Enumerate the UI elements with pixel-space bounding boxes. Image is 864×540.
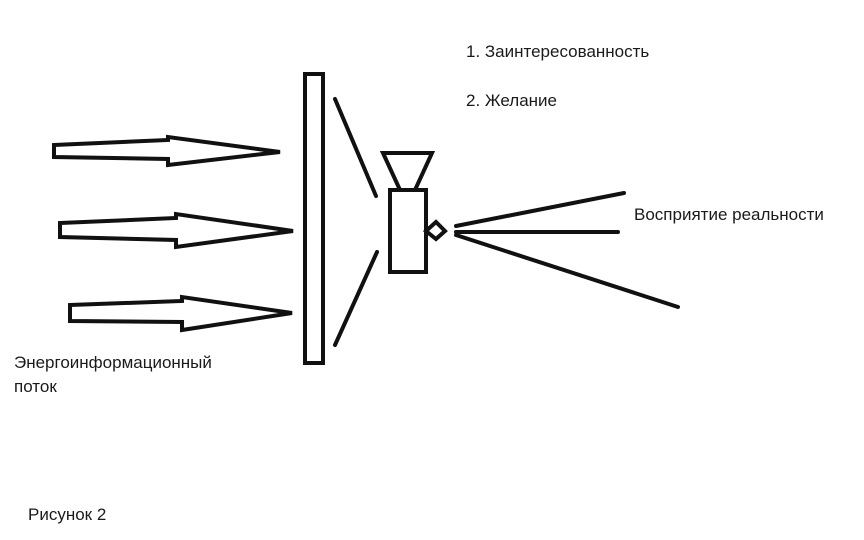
flow-arrow-middle bbox=[58, 211, 294, 250]
lens-diamond-icon bbox=[422, 219, 448, 242]
label-energy-flow: Энергоинформационный поток bbox=[14, 351, 212, 399]
observer-body bbox=[388, 188, 428, 274]
barrier-panel bbox=[303, 72, 325, 365]
figure-caption: Рисунок 2 bbox=[28, 505, 107, 524]
funnel-icon bbox=[379, 151, 436, 192]
perception-ray-bottom bbox=[454, 233, 680, 309]
ray-upper bbox=[333, 97, 378, 198]
ray-lower bbox=[333, 250, 379, 347]
flow-arrow-bottom bbox=[68, 294, 293, 333]
label-desire: 2. Желание bbox=[466, 91, 557, 110]
label-perception: Восприятие реальности bbox=[634, 205, 824, 224]
label-interest: 1. Заинтересованность bbox=[466, 42, 650, 61]
label-energy-flow-line1: Энергоинформационный bbox=[14, 353, 212, 372]
perception-ray-top bbox=[454, 191, 626, 228]
flow-arrow-top bbox=[52, 134, 281, 168]
label-energy-flow-line2: поток bbox=[14, 377, 57, 396]
